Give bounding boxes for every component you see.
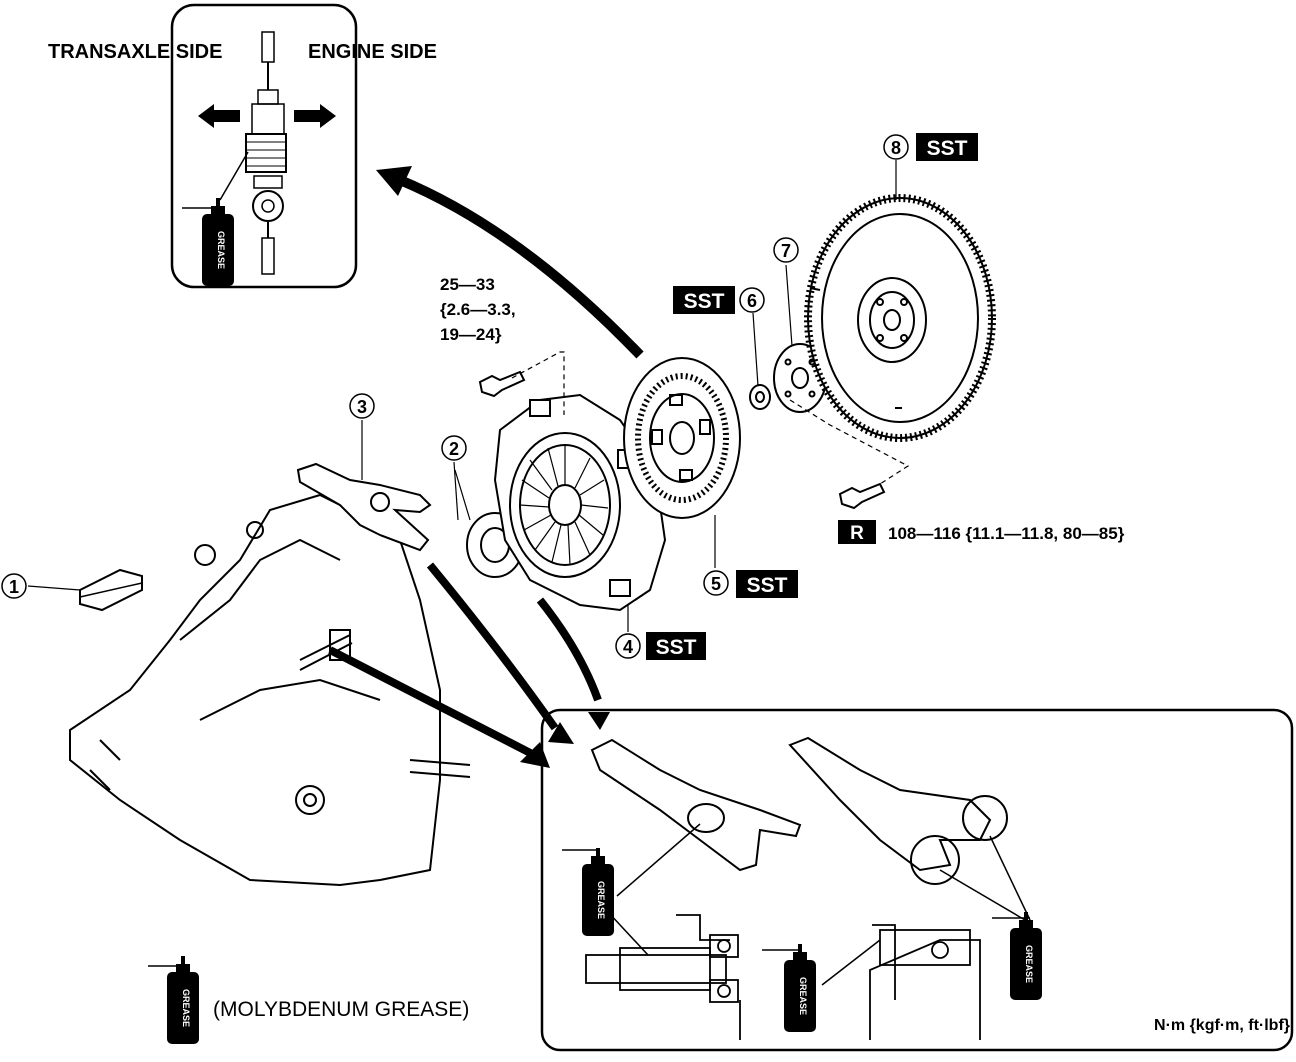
grease-legend: GREASE (MOLYBDENUM GREASE) (148, 956, 469, 1044)
inset-release-collar: GREASE (170, 3, 358, 289)
part-number-3: 3 (349, 393, 375, 419)
part-2-release-bearing (454, 469, 524, 578)
sst-badge (916, 133, 978, 161)
svg-text:5: 5 (711, 574, 721, 594)
transaxle-side-label: TRANSAXLE SIDE (48, 41, 222, 63)
part-7-plate (773, 343, 827, 413)
sst-badge (736, 570, 798, 598)
engine-side-label: ENGINE SIDE (308, 41, 437, 63)
svg-text:SST: SST (927, 137, 968, 160)
sst-badge (673, 286, 735, 314)
svg-text:4: 4 (623, 637, 633, 657)
part-number-5: 5 SST (703, 570, 798, 598)
svg-text:19—24}: 19—24} (440, 325, 502, 344)
molybdenum-grease-label: (MOLYBDENUM GREASE) (213, 998, 469, 1021)
inset-fork-bearing: GREASE GREASE GREASE (540, 708, 1294, 1052)
grease-can-label: GREASE (181, 989, 191, 1027)
grease-can-label: GREASE (216, 231, 226, 269)
part-number-4: 4 SST (615, 632, 706, 660)
svg-text:SST: SST (747, 574, 788, 597)
svg-text:7: 7 (781, 241, 791, 261)
part-number-1: 1 (1, 573, 27, 599)
torque-spec-flywheel-bolt: R 108—116 {11.1—11.8, 80—85} (838, 520, 1125, 544)
torque-spec-cover-bolt: 25—33 {2.6—3.3, 19—24} (440, 275, 516, 344)
part-1-shape (79, 568, 143, 612)
part-number-8: 8 SST (883, 133, 978, 161)
part-5-clutch-disc (623, 357, 741, 519)
svg-text:SST: SST (656, 636, 697, 659)
cover-bolt (478, 370, 526, 398)
svg-text:6: 6 (747, 291, 757, 311)
svg-text:2: 2 (449, 439, 459, 459)
grease-can-label: GREASE (798, 977, 808, 1015)
part-8-flywheel (804, 194, 996, 442)
reuse-marker-icon (838, 520, 876, 544)
svg-text:25—33: 25—33 (440, 275, 495, 294)
leader-lines (27, 160, 897, 632)
part-6-pilot-bearing (749, 384, 771, 410)
units-label: N·m {kgf·m, ft·lbf} (1154, 1017, 1290, 1034)
grease-can-icon: GREASE (582, 848, 614, 936)
svg-text:SST: SST (684, 290, 725, 313)
flywheel-bolt (838, 482, 886, 510)
svg-text:108—116 {11.1—11.8, 80—85}: 108—116 {11.1—11.8, 80—85} (888, 524, 1125, 543)
part-number-6: SST 6 (673, 286, 765, 314)
sst-badge (646, 632, 706, 660)
svg-text:R: R (850, 523, 864, 544)
grease-can-label: GREASE (1024, 945, 1034, 983)
reference-arrows-bottom (328, 562, 602, 762)
grease-can-icon: GREASE (167, 956, 199, 1044)
reference-arrow-top (376, 166, 644, 359)
svg-text:1: 1 (9, 577, 19, 597)
part-number-2: 2 (441, 435, 467, 461)
grease-can-icon: GREASE (202, 198, 234, 286)
grease-can-icon: GREASE (1010, 912, 1042, 1000)
svg-text:8: 8 (891, 138, 901, 158)
part-4-clutch-cover (493, 393, 667, 612)
svg-text:3: 3 (357, 397, 367, 417)
part-3-release-fork (296, 462, 432, 552)
transaxle-case (69, 493, 471, 887)
svg-text:{2.6—3.3,: {2.6—3.3, (440, 300, 516, 319)
part-number-7: 7 (773, 237, 799, 263)
grease-can-label: GREASE (596, 881, 606, 919)
grease-can-icon: GREASE (784, 944, 816, 1032)
